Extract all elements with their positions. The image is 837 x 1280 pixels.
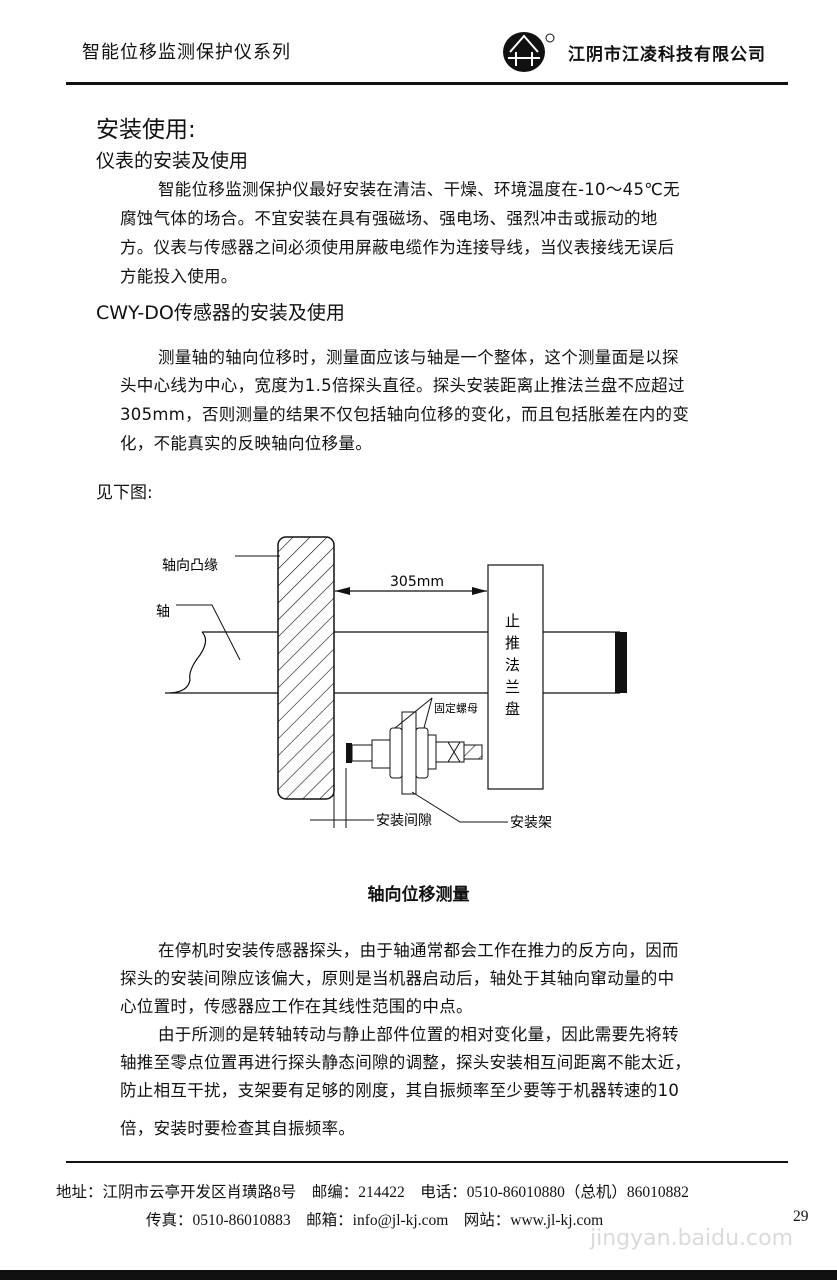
axial-collar <box>277 536 335 800</box>
scan-edge <box>0 1270 837 1280</box>
series-title: 智能位移监测保护仪系列 <box>82 42 291 63</box>
collar-label: 轴向凸缘 <box>162 558 218 574</box>
paragraph-line: 探头的安装间隙应该偏大，原则是当机器启动后，轴处于其轴向窜动量的中 <box>120 969 675 988</box>
paragraph-line: 方。仪表与传感器之间必须使用屏蔽电缆作为连接导线，当仪表接线无误后 <box>120 238 675 257</box>
dimension-label: 305mm <box>390 574 444 590</box>
flange-char: 推 <box>505 634 520 652</box>
footer-rule <box>66 1161 788 1163</box>
flange-char: 止 <box>505 612 520 630</box>
paragraph-line: 测量轴的轴向位移时，测量面应该与轴是一个整体，这个测量面是以探 <box>158 348 679 367</box>
flange-char: 盘 <box>505 700 520 718</box>
paragraph-line: 头中心线为中心，宽度为1.5倍探头直径。探头安装距离止推法兰盘不应超过 <box>120 376 685 395</box>
bracket-label: 安装架 <box>510 815 552 831</box>
paragraph-line: 由于所测的是转轴转动与静止部件位置的相对变化量，因此需要先将转 <box>158 1025 679 1044</box>
figure-caption: 轴向位移测量 <box>367 885 470 905</box>
paragraph-line: 腐蚀气体的场合。不宜安装在具有强磁场、强电场、强烈冲击或振动的地 <box>120 209 658 228</box>
gap-label: 安装间隙 <box>376 813 432 829</box>
page-number: 29 <box>793 1208 809 1225</box>
shaft-end <box>615 632 627 693</box>
company-name: 江阴市江凌科技有限公司 <box>568 45 766 65</box>
paragraph-line: 防止相互干扰，支架要有足够的刚度，其自振频率至少要等于机器转速的10 <box>120 1081 680 1100</box>
instrument-heading: 仪表的安装及使用 <box>96 150 249 172</box>
header-rule <box>66 82 788 85</box>
shaft-label: 轴 <box>156 604 170 620</box>
footer-contact: 传真：0510-86010883 邮箱：info@jl-kj.com 网站：ww… <box>146 1212 604 1229</box>
flange-label: 止 推 法 兰 盘 <box>505 612 520 718</box>
watermark: jingyan.baidu.com <box>590 1226 794 1251</box>
section-title: 安装使用: <box>96 117 196 143</box>
probe <box>346 711 483 795</box>
paragraph-line: 轴推至零点位置再进行探头静态间隙的调整，探头安装相互间距离不能太近， <box>120 1053 692 1072</box>
shaft <box>165 631 627 694</box>
paragraph-line: 心位置时，传感器应工作在其线性范围的中点。 <box>120 997 473 1016</box>
company-logo <box>503 32 555 72</box>
paragraph-line: 305mm，否则测量的结果不仅包括轴向位移的变化，而且包括胀差在内的变 <box>120 405 690 424</box>
flange-char: 兰 <box>505 678 520 696</box>
paragraph-line: 化，不能真实的反映轴向位移量。 <box>120 434 372 453</box>
footer-address: 地址：江阴市云亭开发区肖璜路8号 邮编：214422 电话：0510-86010… <box>56 1184 689 1201</box>
thrust-flange <box>487 564 544 790</box>
paragraph-line: 方能投入使用。 <box>120 267 238 286</box>
flange-char: 法 <box>505 656 520 674</box>
paragraph-line: 在停机时安装传感器探头，由于轴通常都会工作在推力的反方向，因而 <box>158 941 679 960</box>
bracket <box>401 711 417 795</box>
axial-displacement-diagram: 305mm 轴向凸缘 轴 止 推 法 兰 盘 固定螺母 安装间隙 安装架 <box>156 536 627 831</box>
sensor-heading: CWY-DO传感器的安装及使用 <box>96 302 345 324</box>
see-below: 见下图: <box>96 483 153 503</box>
paragraph-line: 智能位移监测保护仪最好安装在清洁、干燥、环境温度在-10～45℃无 <box>158 180 680 199</box>
paragraph-line: 倍，安装时要检查其自振频率。 <box>120 1119 356 1138</box>
nut-label: 固定螺母 <box>434 701 478 715</box>
